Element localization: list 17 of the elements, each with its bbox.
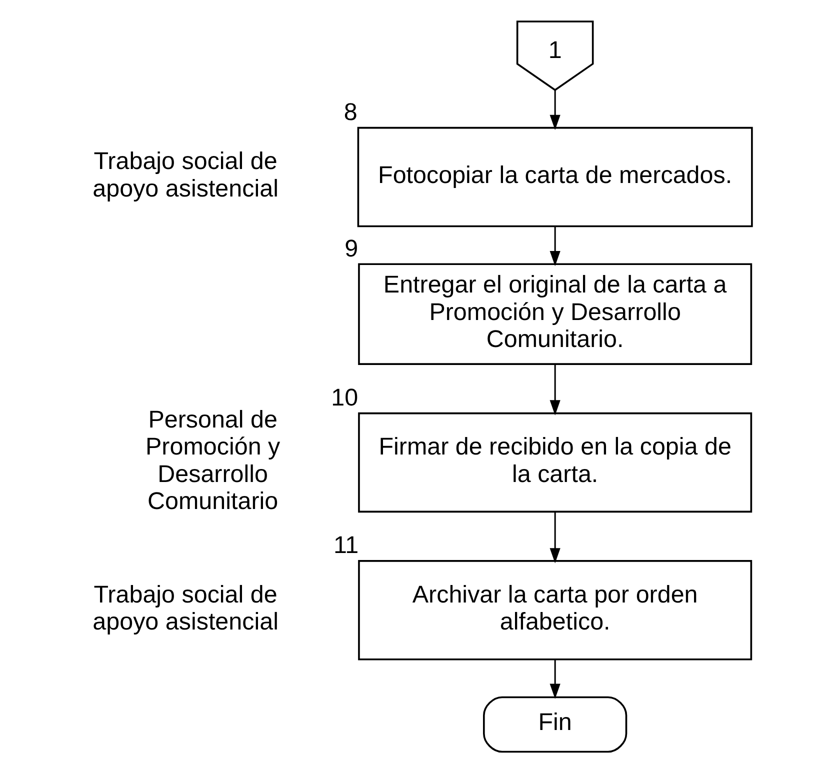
arrow bbox=[549, 226, 560, 266]
arrow bbox=[549, 512, 560, 564]
node-box: Entregar el original de la carta a Promoción y Desarrollo Comunitario. bbox=[358, 263, 752, 365]
node-box: Archivar la carta por orden alfabetico. bbox=[358, 560, 752, 660]
arrow bbox=[549, 660, 560, 699]
label: Personal de Promoción y Desarrollo Comunitario bbox=[145, 406, 280, 516]
node-box: Firmar de recibido en la copia de la carta. bbox=[358, 412, 752, 513]
node-label: 9 bbox=[344, 235, 358, 262]
node-box: Fin bbox=[482, 696, 627, 753]
label: Trabajo social de apoyo asistencial bbox=[92, 148, 278, 202]
node-label: 10 bbox=[330, 384, 358, 412]
arrow bbox=[549, 90, 560, 130]
label: Trabajo social de apoyo asistencial bbox=[92, 581, 278, 636]
node-box: Fotocopiar la carta de mercados. bbox=[356, 126, 752, 228]
node-label: 11 bbox=[333, 532, 358, 560]
node-label: 8 bbox=[343, 98, 357, 126]
arrow bbox=[549, 364, 560, 416]
